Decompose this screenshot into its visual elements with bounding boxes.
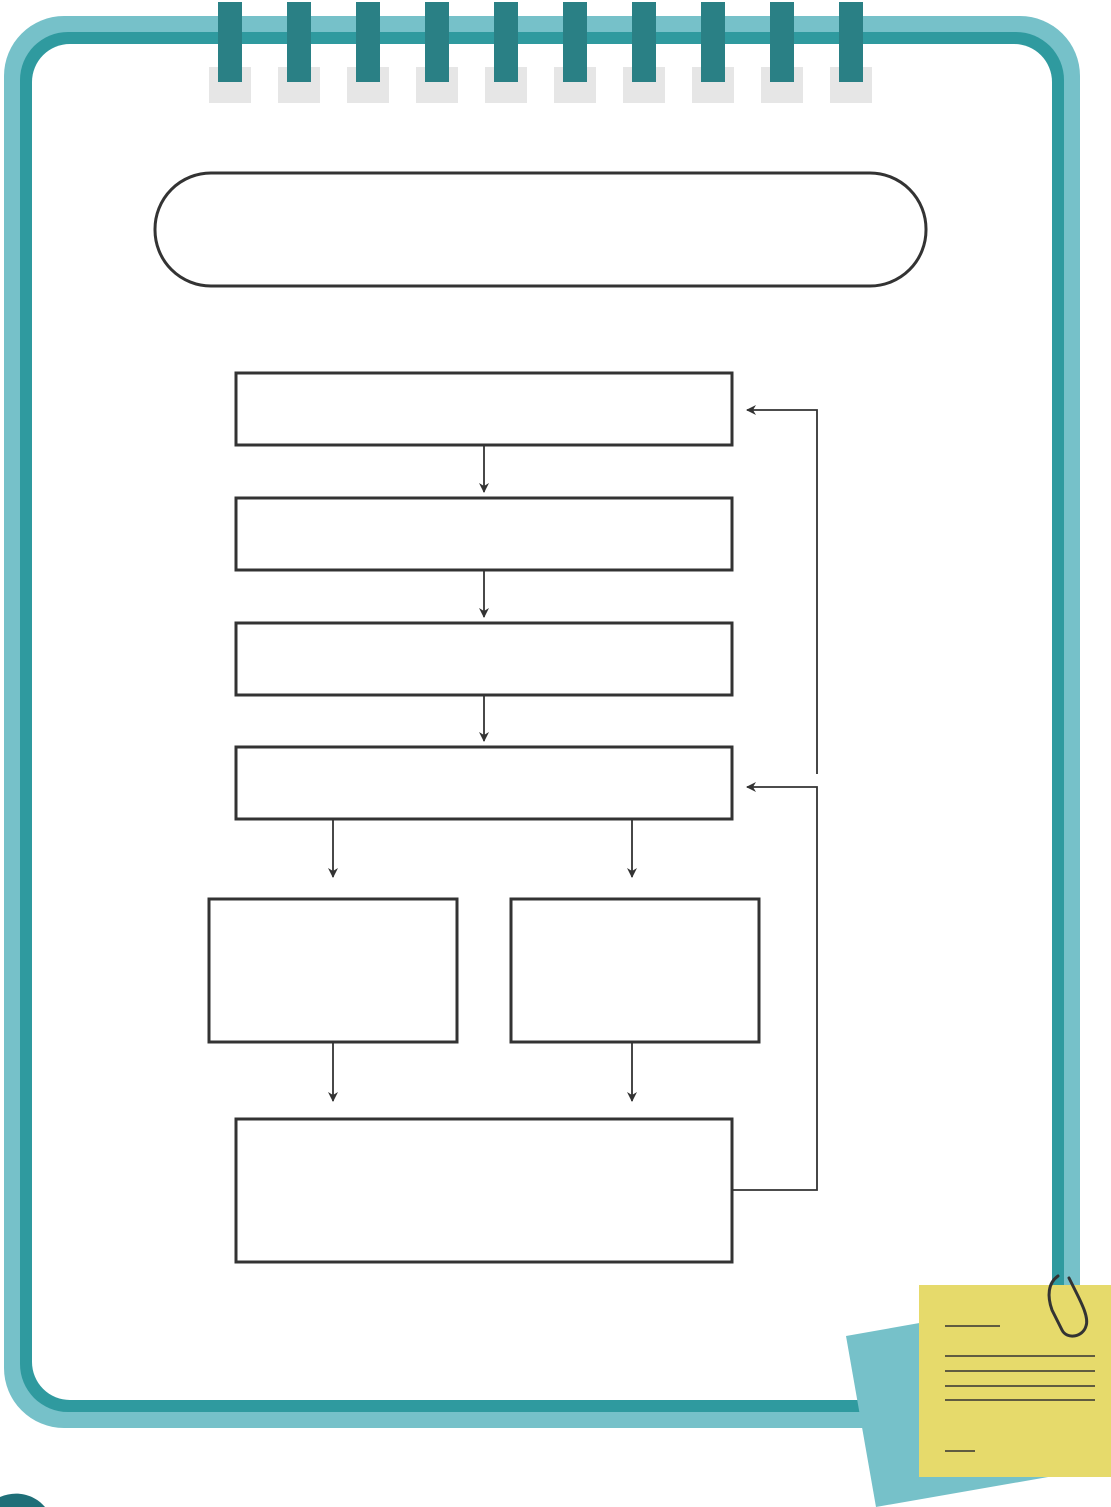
flow-step-3-box [236,623,732,695]
flow-step-4[interactable] [236,747,732,819]
binding-coil [425,2,449,82]
corner-circle-decoration [0,1494,45,1507]
flow-step-2-box [236,498,732,570]
binding-coil [770,2,794,82]
flow-step-4-box [236,747,732,819]
binding-coil [494,2,518,82]
flow-step-2[interactable] [236,498,732,570]
binding-coil [632,2,656,82]
binding-coil [701,2,725,82]
binding-coil [356,2,380,82]
flow-branch-right[interactable] [511,899,759,1042]
flow-result-box [236,1119,732,1262]
binding-coil [563,2,587,82]
binding-coil [839,2,863,82]
flow-branch-right-box [511,899,759,1042]
title-box[interactable] [155,173,926,286]
flow-branch-left-box [209,899,457,1042]
flow-step-1-box [236,373,732,445]
binding-coil [287,2,311,82]
flowchart [209,373,759,1262]
binding-coil [218,2,242,82]
flow-result[interactable] [236,1119,732,1262]
flow-step-3[interactable] [236,623,732,695]
title-box-outline [155,173,926,286]
flow-step-1[interactable] [236,373,732,445]
sticky-note [919,1285,1111,1477]
flow-branch-left[interactable] [209,899,457,1042]
